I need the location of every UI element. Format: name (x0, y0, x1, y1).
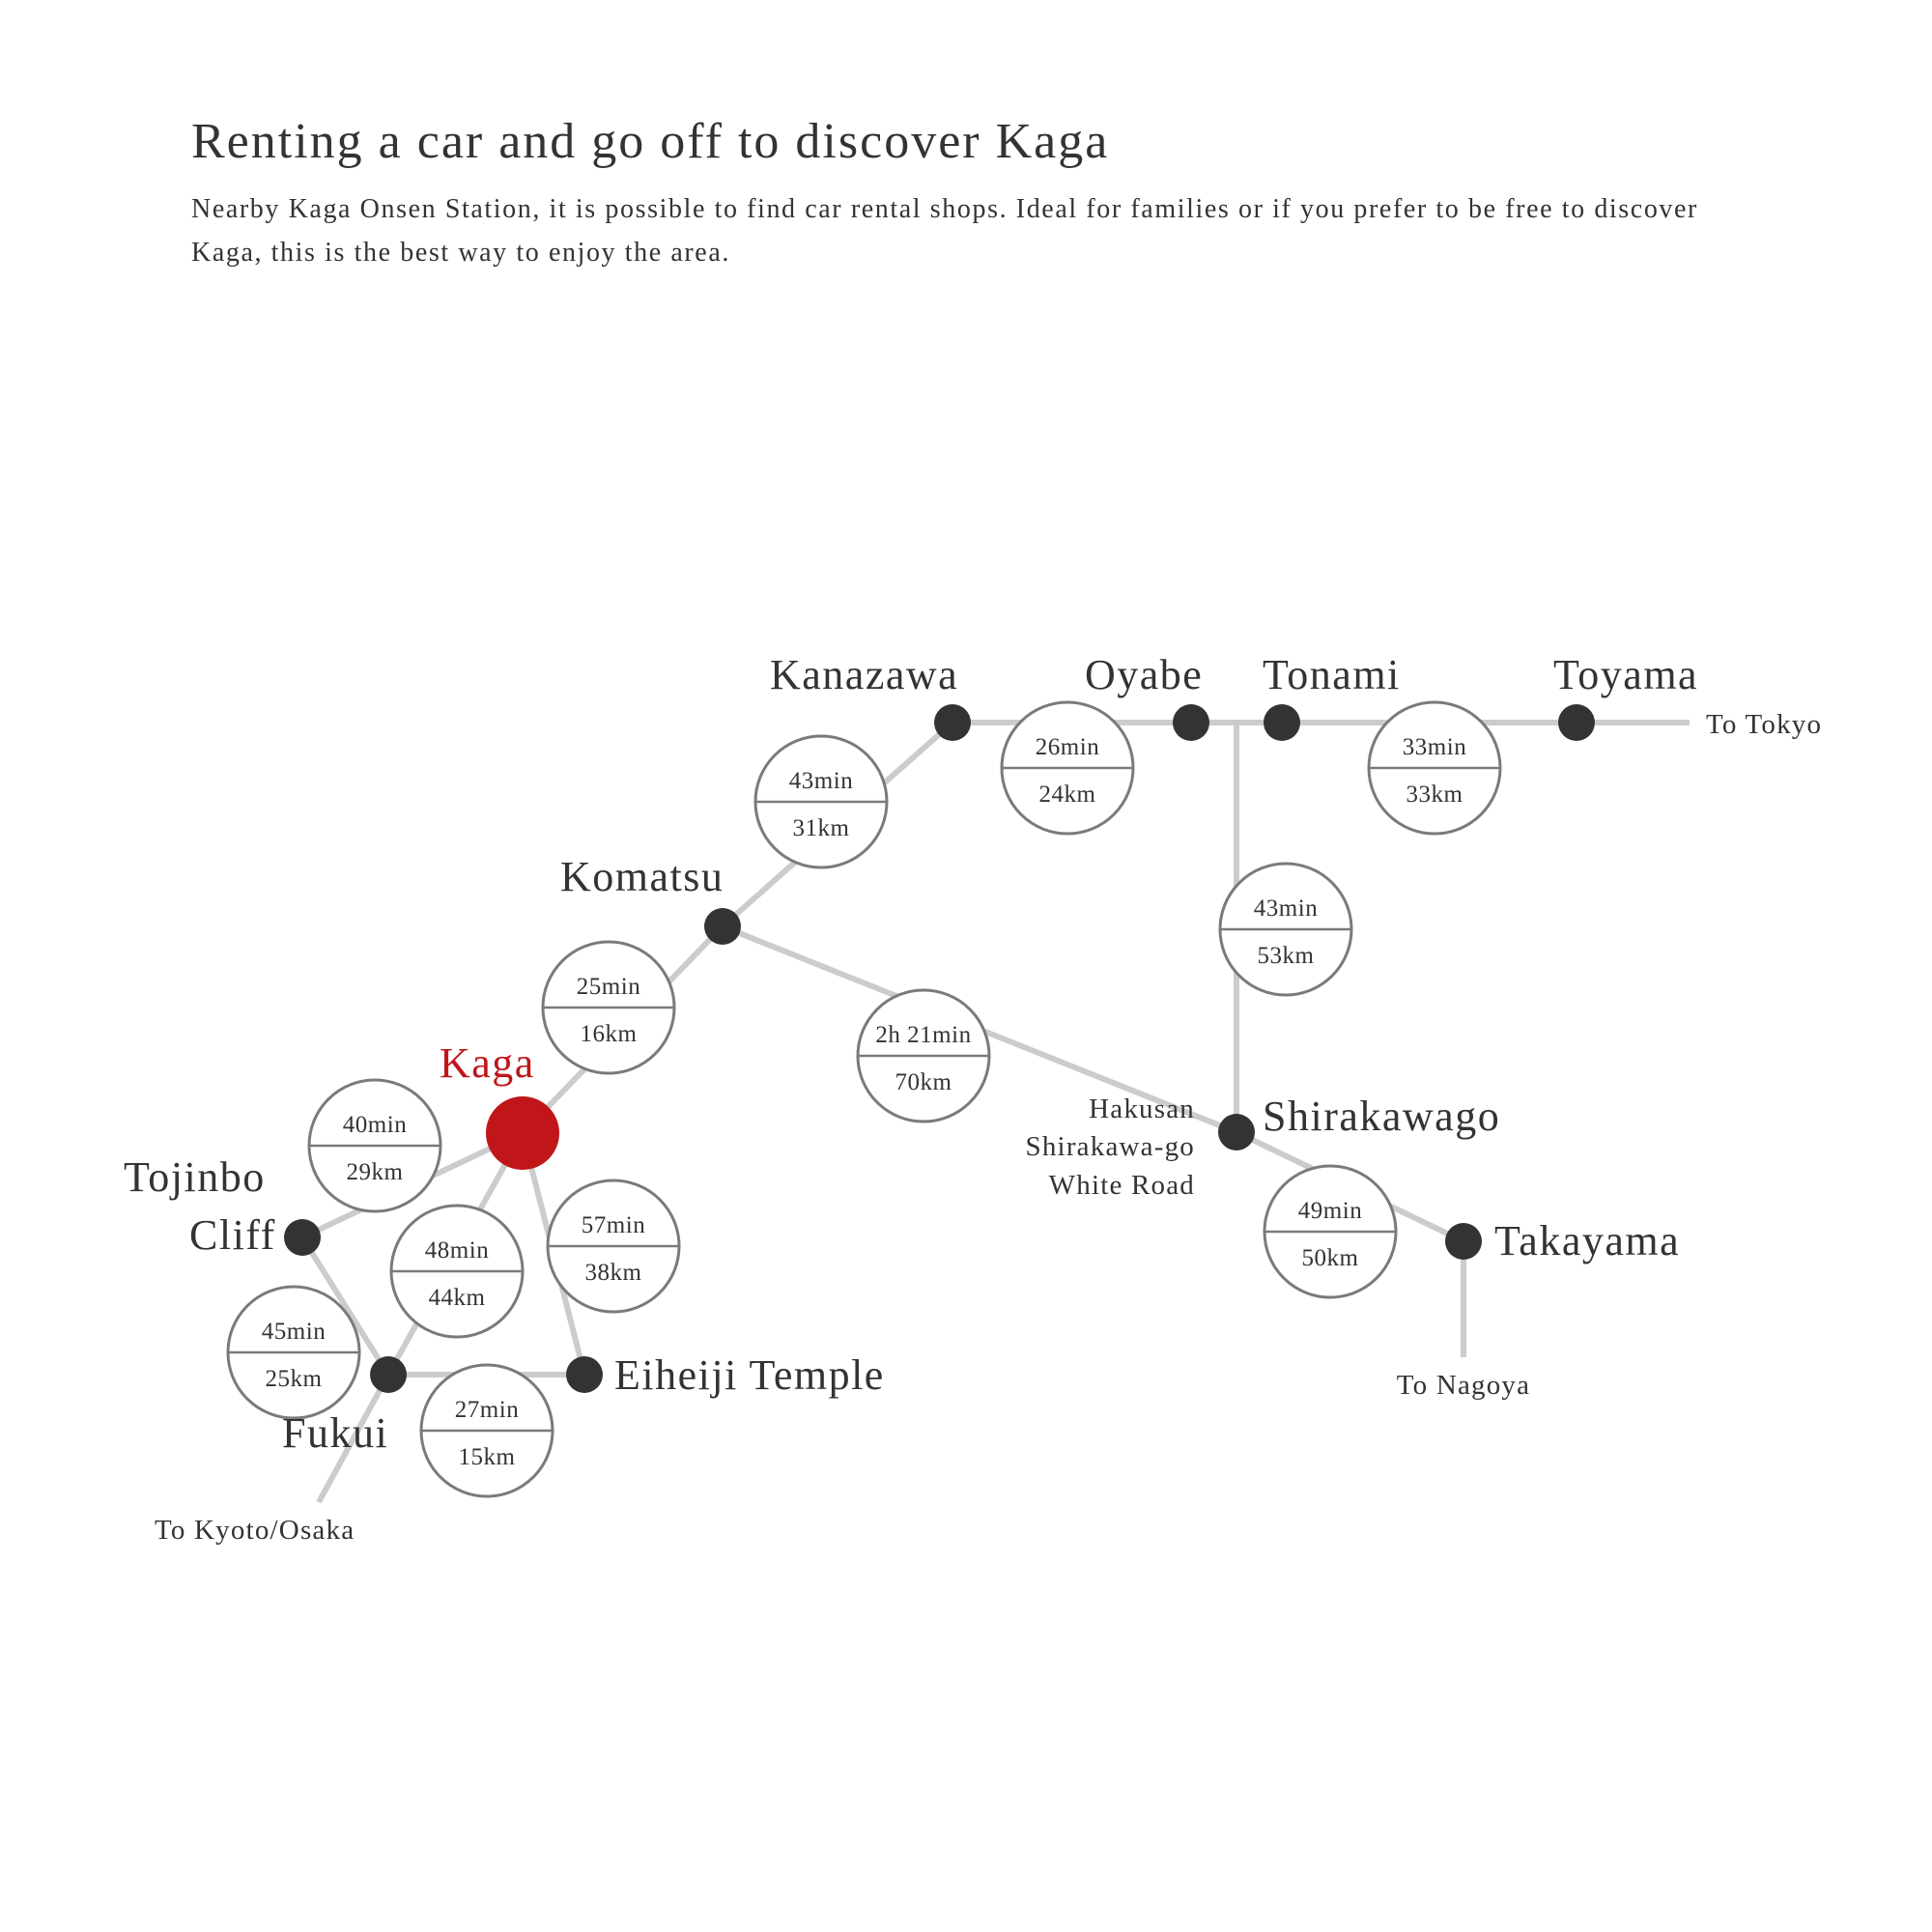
distance-badge-kaga-komatsu: 25min 16km (541, 940, 676, 1075)
travel-time: 40min (343, 1112, 407, 1138)
station-kanazawa-marker (934, 704, 971, 741)
label-to-nagoya: To Nagoya (1397, 1370, 1530, 1401)
travel-distance: 25km (266, 1366, 323, 1392)
station-komatsu-marker (704, 908, 741, 945)
distance-badge-kaga-fukui: 48min 44km (389, 1204, 525, 1339)
label-toyama: Toyama (1553, 651, 1698, 698)
travel-distance: 38km (585, 1260, 642, 1286)
travel-time: 26min (1036, 734, 1099, 760)
station-eiheiji-marker (566, 1356, 603, 1393)
label-to-tokyo: To Tokyo (1706, 709, 1822, 740)
station-shirakawago-marker (1218, 1114, 1255, 1151)
label-fukui: Fukui (282, 1409, 388, 1457)
place-labels: Kanazawa Oyabe Tonami Toyama Komatsu Kag… (124, 651, 1822, 1546)
travel-time: 48min (425, 1237, 489, 1264)
distance-badge-shirakawago-takayama: 49min 50km (1263, 1164, 1398, 1299)
label-kanazawa: Kanazawa (770, 651, 958, 698)
distance-badge-kaga-eiheiji: 57min 38km (546, 1179, 681, 1314)
travel-time: 49min (1298, 1198, 1362, 1224)
route-line-tojinbo-fukui (299, 1236, 391, 1377)
travel-distance: 33km (1406, 781, 1463, 808)
travel-distance: 24km (1039, 781, 1096, 808)
label-tojinbo-line2: Cliff (189, 1211, 276, 1259)
travel-distance: 31km (793, 815, 850, 841)
distance-badge-tojinbo-fukui: 45min 25km (226, 1285, 361, 1420)
label-komatsu: Komatsu (560, 853, 724, 900)
travel-time: 27min (455, 1397, 519, 1423)
label-hakusan-line1: Hakusan (1089, 1094, 1195, 1124)
travel-distance: 29km (347, 1159, 404, 1185)
travel-time: 43min (1254, 895, 1318, 922)
station-toyama-marker (1558, 704, 1595, 741)
travel-distance: 70km (895, 1069, 952, 1095)
station-tonami-marker (1264, 704, 1300, 741)
station-takayama-marker (1445, 1223, 1482, 1260)
station-tojinbo-marker (284, 1219, 321, 1256)
travel-time: 43min (789, 768, 853, 794)
travel-distance: 50km (1302, 1245, 1359, 1271)
travel-distance: 44km (429, 1285, 486, 1311)
label-hakusan-line2: Shirakawa-go (1026, 1131, 1195, 1162)
distance-badge-kaga-tojinbo: 40min 29km (307, 1078, 442, 1213)
travel-time: 57min (582, 1212, 645, 1238)
page-header: Renting a car and go off to discover Kag… (191, 108, 1776, 274)
label-eiheiji: Eiheiji Temple (614, 1351, 885, 1399)
label-kaga: Kaga (440, 1039, 535, 1087)
label-oyabe: Oyabe (1085, 651, 1203, 698)
travel-time: 25min (577, 974, 640, 1000)
label-to-kyoto-osaka: To Kyoto/Osaka (155, 1515, 355, 1546)
travel-distance: 16km (581, 1021, 638, 1047)
distance-badges: 43min 31km 26min 24km 33min 33km 43min 53km 25mi… (226, 700, 1502, 1498)
label-takayama: Takayama (1494, 1217, 1680, 1264)
station-oyabe-marker (1173, 704, 1209, 741)
travel-distance: 53km (1258, 943, 1315, 969)
distance-badge-komatsu-kanazawa: 43min 31km (753, 734, 889, 869)
distance-badge-fukui-eiheiji: 27min 15km (419, 1363, 554, 1498)
distance-badge-oyabe-shirakawago: 43min 53km (1218, 862, 1353, 997)
travel-time: 2h 21min (875, 1022, 971, 1048)
travel-distance: 15km (459, 1444, 516, 1470)
travel-time: 33min (1403, 734, 1466, 760)
stations (284, 704, 1595, 1393)
page-description: Nearby Kaga Onsen Station, it is possibl… (191, 194, 1698, 268)
station-fukui-marker (370, 1356, 407, 1393)
page-title: Renting a car and go off to discover Kag… (191, 114, 1110, 169)
label-shirakawago: Shirakawago (1263, 1093, 1500, 1140)
label-tojinbo-line1: Tojinbo (124, 1153, 266, 1201)
distance-badge-kanazawa-oyabe: 26min 24km (1000, 700, 1135, 836)
route-line-fukui-kyoto (316, 1373, 391, 1504)
distance-badge-tonami-toyama: 33min 33km (1367, 700, 1502, 836)
label-tonami: Tonami (1263, 651, 1401, 698)
label-hakusan-line3: White Road (1049, 1170, 1195, 1201)
station-kaga-marker (486, 1096, 559, 1170)
travel-time: 45min (262, 1319, 326, 1345)
distance-badge-komatsu-shirakawago: 2h 21min 70km (856, 988, 991, 1123)
